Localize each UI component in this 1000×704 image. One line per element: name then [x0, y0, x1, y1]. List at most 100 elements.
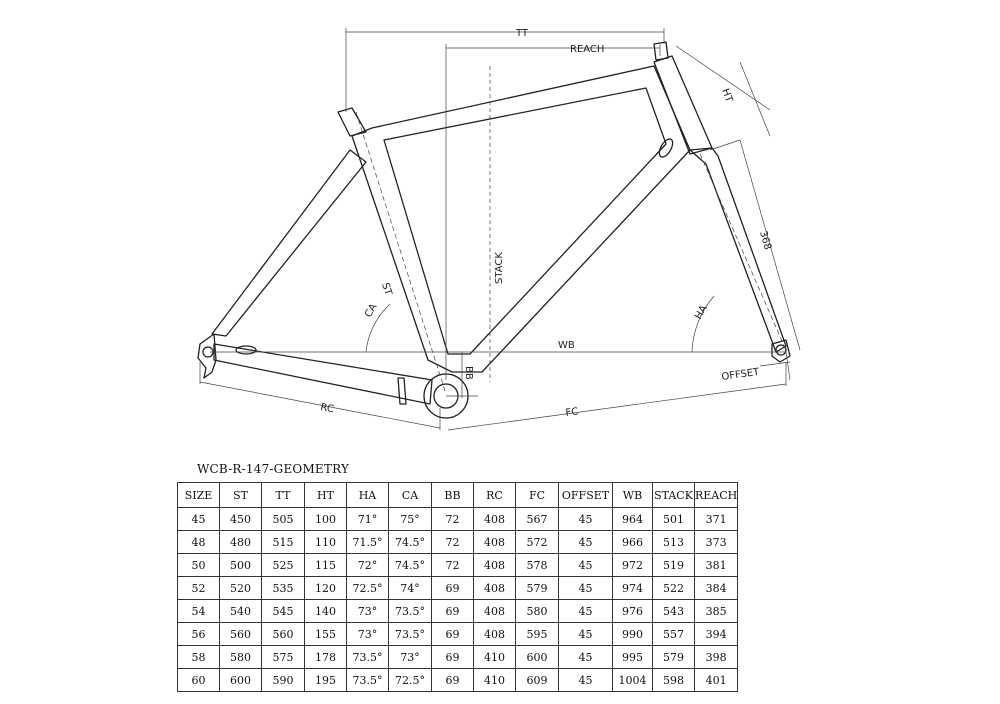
main-triangle-outer — [351, 65, 691, 373]
cell-ha: 71.5° — [346, 530, 389, 554]
cell-st: 450 — [219, 507, 262, 531]
cell-size: 52 — [177, 576, 220, 600]
cell-wb: 972 — [612, 553, 653, 577]
cell-ca: 74° — [388, 576, 432, 600]
cell-wb: 1004 — [612, 668, 653, 692]
label-fork-length: 368 — [757, 230, 773, 251]
cell-stack: 557 — [652, 622, 695, 646]
cell-size: 58 — [177, 645, 220, 669]
cell-tt: 545 — [261, 599, 305, 623]
cell-ca: 75° — [388, 507, 432, 531]
cell-offset: 45 — [558, 645, 613, 669]
cell-size: 45 — [177, 507, 220, 531]
label-ha: HA — [693, 303, 710, 321]
front-axle — [775, 344, 787, 356]
label-offset: OFFSET — [721, 367, 761, 383]
cell-offset: 45 — [558, 530, 613, 554]
cell-offset: 45 — [558, 622, 613, 646]
cell-wb: 964 — [612, 507, 653, 531]
table-header-row: SIZE ST TT HT HA CA BB RC FC OFFSET WB S… — [177, 482, 739, 508]
label-ht: HT — [719, 87, 734, 104]
header-rc: RC — [473, 482, 516, 508]
cell-ca: 73° — [388, 645, 432, 669]
chain-stay — [213, 343, 433, 405]
label-fc: FC — [565, 406, 579, 419]
cell-stack: 543 — [652, 599, 695, 623]
cell-rc: 408 — [473, 507, 516, 531]
cell-st: 480 — [219, 530, 262, 554]
seat-stay — [211, 149, 367, 337]
main-triangle-inner — [383, 87, 667, 355]
cell-size: 56 — [177, 622, 220, 646]
cell-tt: 535 — [261, 576, 305, 600]
geometry-table-title: WCB-R-147-GEOMETRY — [197, 462, 350, 476]
cell-st: 580 — [219, 645, 262, 669]
cell-bb: 69 — [431, 645, 474, 669]
cell-wb: 995 — [612, 645, 653, 669]
header-stack: STACK — [652, 482, 695, 508]
brake-mount — [235, 345, 257, 355]
fork — [689, 147, 787, 353]
cell-offset: 45 — [558, 576, 613, 600]
cell-fc: 600 — [515, 645, 559, 669]
chain-stay-bridge — [397, 377, 407, 405]
cell-wb: 974 — [612, 576, 653, 600]
cell-reach: 384 — [693, 576, 739, 600]
cell-tt: 560 — [261, 622, 305, 646]
cell-st: 560 — [219, 622, 262, 646]
cell-reach: 385 — [693, 599, 739, 623]
cell-fc: 578 — [515, 553, 559, 577]
cell-rc: 410 — [473, 668, 516, 692]
cell-ht: 110 — [304, 530, 347, 554]
cell-st: 520 — [219, 576, 262, 600]
cell-reach: 401 — [693, 668, 739, 692]
cell-stack: 522 — [652, 576, 695, 600]
cell-tt: 505 — [261, 507, 305, 531]
cell-size: 50 — [177, 553, 220, 577]
label-wb: WB — [558, 340, 575, 351]
cell-st: 500 — [219, 553, 262, 577]
cell-fc: 609 — [515, 668, 559, 692]
cell-offset: 45 — [558, 599, 613, 623]
cell-wb: 990 — [612, 622, 653, 646]
cell-fc: 595 — [515, 622, 559, 646]
cell-rc: 408 — [473, 530, 516, 554]
dimension-labels: TT REACH HT STACK 368 ST CA HA WB BB OFF… — [319, 28, 772, 419]
cell-tt: 525 — [261, 553, 305, 577]
cell-bb: 69 — [431, 599, 474, 623]
cell-tt: 575 — [261, 645, 305, 669]
frame-geometry-diagram: TT REACH HT STACK 368 ST CA HA WB BB OFF… — [197, 28, 801, 431]
cell-reach: 398 — [693, 645, 739, 669]
cell-ht: 178 — [304, 645, 347, 669]
cell-stack: 579 — [652, 645, 695, 669]
bike-frame — [197, 41, 791, 419]
cell-rc: 408 — [473, 576, 516, 600]
label-ca: CA — [363, 302, 380, 320]
cell-wb: 966 — [612, 530, 653, 554]
header-ht: HT — [304, 482, 347, 508]
cell-size: 54 — [177, 599, 220, 623]
cell-ht: 115 — [304, 553, 347, 577]
cell-tt: 515 — [261, 530, 305, 554]
header-offset: OFFSET — [558, 482, 613, 508]
header-reach: REACH — [693, 482, 739, 508]
cell-bb: 69 — [431, 622, 474, 646]
cell-ht: 140 — [304, 599, 347, 623]
cell-size: 60 — [177, 668, 220, 692]
cell-bb: 72 — [431, 530, 474, 554]
rear-dropout — [197, 333, 217, 379]
label-stack: STACK — [494, 252, 505, 284]
cell-ha: 72° — [346, 553, 389, 577]
cell-ht: 120 — [304, 576, 347, 600]
cell-ha: 71° — [346, 507, 389, 531]
cell-reach: 381 — [693, 553, 739, 577]
label-bb: BB — [463, 366, 474, 380]
